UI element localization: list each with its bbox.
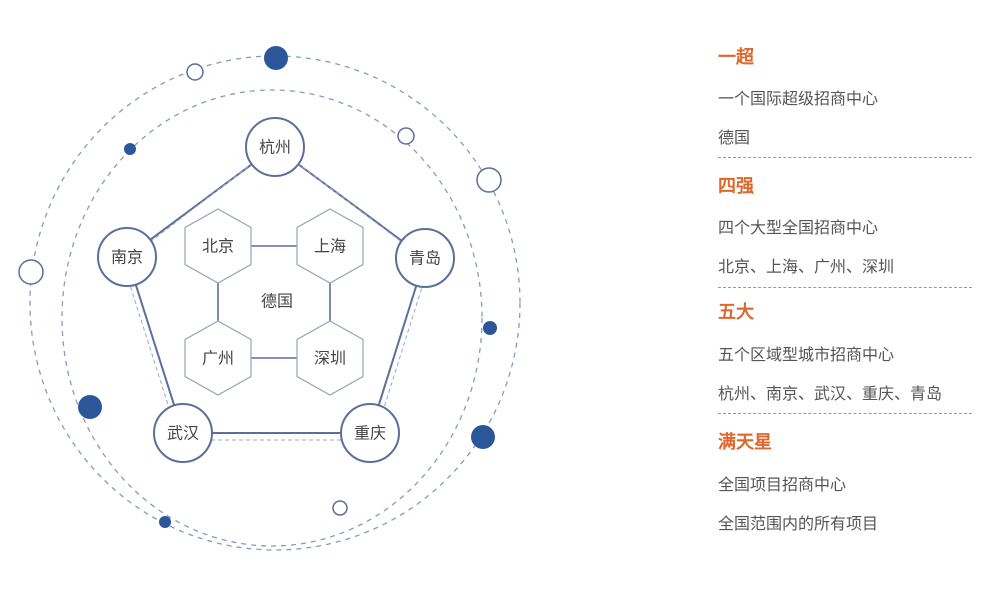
legend-heading: 满天星 [718,432,772,453]
hexagon-node [184,208,252,284]
legend-line: 杭州、南京、武汉、重庆、青岛 [718,384,943,403]
pentagon-dashed-edges [121,149,431,441]
legend-heading: 五大 [718,302,754,323]
legend-line: 德国 [718,128,751,147]
open-dot [186,63,204,81]
legend-line: 一个国际超级招商中心 [718,89,879,108]
city-label: 重庆 [354,424,386,443]
city-label: 武汉 [167,424,199,443]
filled-dot [471,425,495,449]
hexagon-label: 广州 [202,349,234,368]
city-node [245,117,305,177]
outer-orbit [29,55,521,551]
city-node [340,403,400,463]
city-label: 南京 [111,248,143,267]
open-dot [18,259,44,285]
filled-dot [78,395,102,419]
city-node [395,228,455,288]
legend-divider [718,157,972,158]
pentagon-edges [126,146,426,434]
hexagon-label: 北京 [202,237,234,256]
filled-dot [264,46,288,70]
filled-dot [483,321,497,335]
hexagon-label: 上海 [314,237,346,256]
hexagon-links [217,245,331,359]
legend-line: 全国项目招商中心 [718,475,847,494]
legend-divider [718,413,972,414]
filled-dot [159,516,171,528]
legend-line: 北京、上海、广州、深圳 [718,257,895,276]
legend-heading: 一超 [718,47,754,68]
legend-line: 五个区域型城市招商中心 [718,345,895,364]
legend-divider [718,287,972,288]
hexagon-node [296,320,364,396]
open-dot [397,127,415,145]
city-label: 杭州 [259,138,291,157]
city-label: 青岛 [409,249,441,268]
satellites [18,46,502,528]
city-node [153,403,213,463]
open-dot [476,167,502,193]
legend-heading: 四强 [718,176,754,197]
city-node [97,227,157,287]
legend-line: 四个大型全国招商中心 [718,218,879,237]
hexagon-node [184,320,252,396]
hexagon-label: 深圳 [314,349,346,368]
inner-orbit [61,89,483,547]
open-dot [332,500,348,516]
filled-dot [124,143,136,155]
hexagon-node [296,208,364,284]
legend-line: 全国范围内的所有项目 [718,514,879,533]
center-label: 德国 [261,292,293,311]
